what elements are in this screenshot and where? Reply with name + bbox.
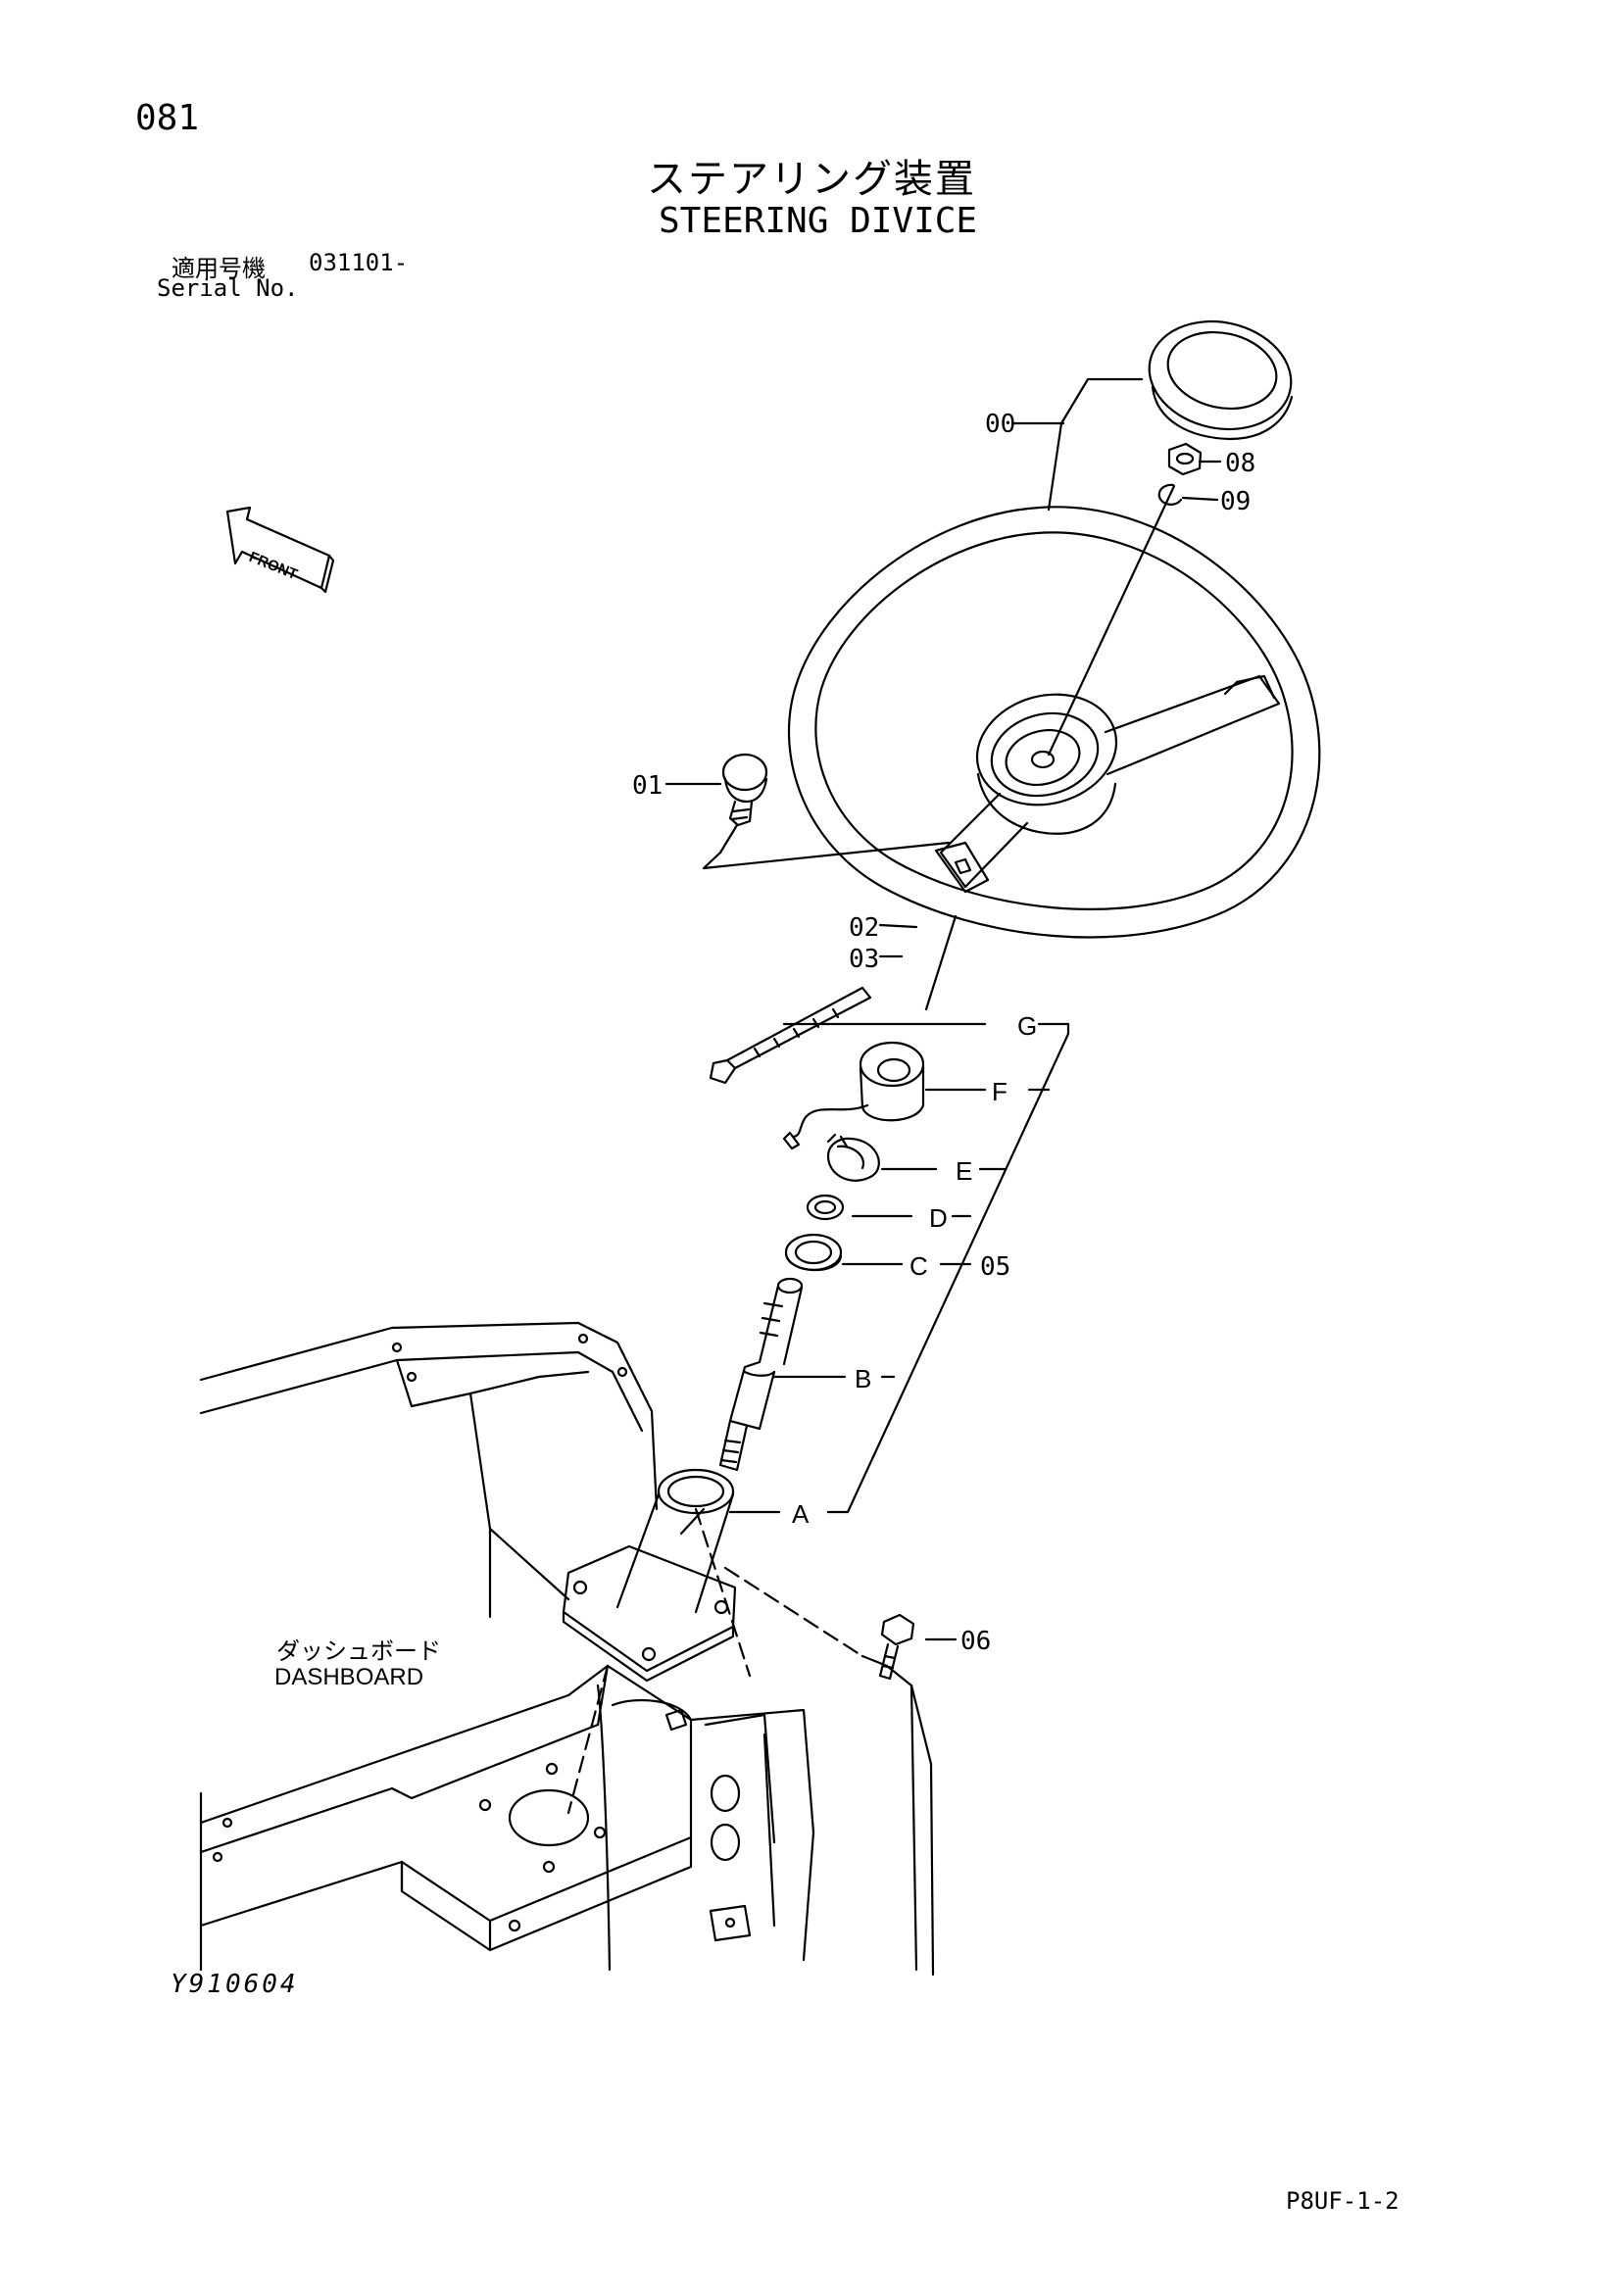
dashboard-label-english: DASHBOARD: [274, 1664, 424, 1690]
title-japanese: ステアリング装置: [647, 157, 976, 202]
ring-d-part: [806, 1194, 845, 1221]
dashboard-frame: [199, 1321, 935, 1977]
bolt-06-part: [878, 1613, 915, 1681]
callout-b: B: [855, 1364, 872, 1393]
front-direction-arrow-icon: [225, 506, 335, 594]
dashboard-label-japanese: ダッシュボード: [276, 1637, 441, 1665]
callout-g: G: [1017, 1011, 1038, 1041]
callout-d: D: [929, 1203, 948, 1233]
switch-f-part: [782, 1041, 925, 1150]
page-number: 081: [135, 98, 200, 138]
callout-a: A: [792, 1499, 810, 1529]
callout-03: 03: [849, 945, 880, 974]
centerline-dashed: [566, 1507, 864, 1815]
cable-tie-g-part: [709, 986, 872, 1085]
callout-06: 06: [960, 1627, 992, 1656]
horn-cap-part: [1148, 319, 1294, 441]
callout-05: 05: [980, 1252, 1011, 1282]
spinner-knob-01-part: [721, 753, 768, 827]
callout-01: 01: [632, 771, 664, 801]
callout-08: 08: [1225, 449, 1256, 478]
steering-column-a-part: [562, 1468, 737, 1683]
callout-09: 09: [1220, 487, 1252, 516]
document-code: P8UF-1-2: [1286, 2187, 1400, 2215]
callout-f: F: [992, 1077, 1008, 1106]
steering-wheel-part: [787, 506, 1321, 939]
bearing-c-part: [784, 1233, 843, 1272]
callout-02: 02: [849, 913, 880, 943]
callout-00: 00: [985, 410, 1016, 439]
illustration-id: Y910604: [171, 1970, 299, 1999]
callout-c: C: [909, 1251, 928, 1281]
nut-08-part: [1167, 442, 1203, 476]
title-english: STEERING DIVICE: [659, 201, 978, 241]
snap-ring-e-part: [826, 1133, 880, 1182]
washer-09-part: [1157, 483, 1183, 506]
steering-shaft-b-part: [718, 1277, 804, 1472]
callout-e: E: [956, 1156, 973, 1186]
serial-label-english: Serial No.: [157, 274, 299, 302]
serial-label-japanese: 適用号機: [172, 255, 266, 282]
serial-number-value: 031101-: [309, 249, 409, 276]
leader-lines: [664, 377, 1222, 1641]
